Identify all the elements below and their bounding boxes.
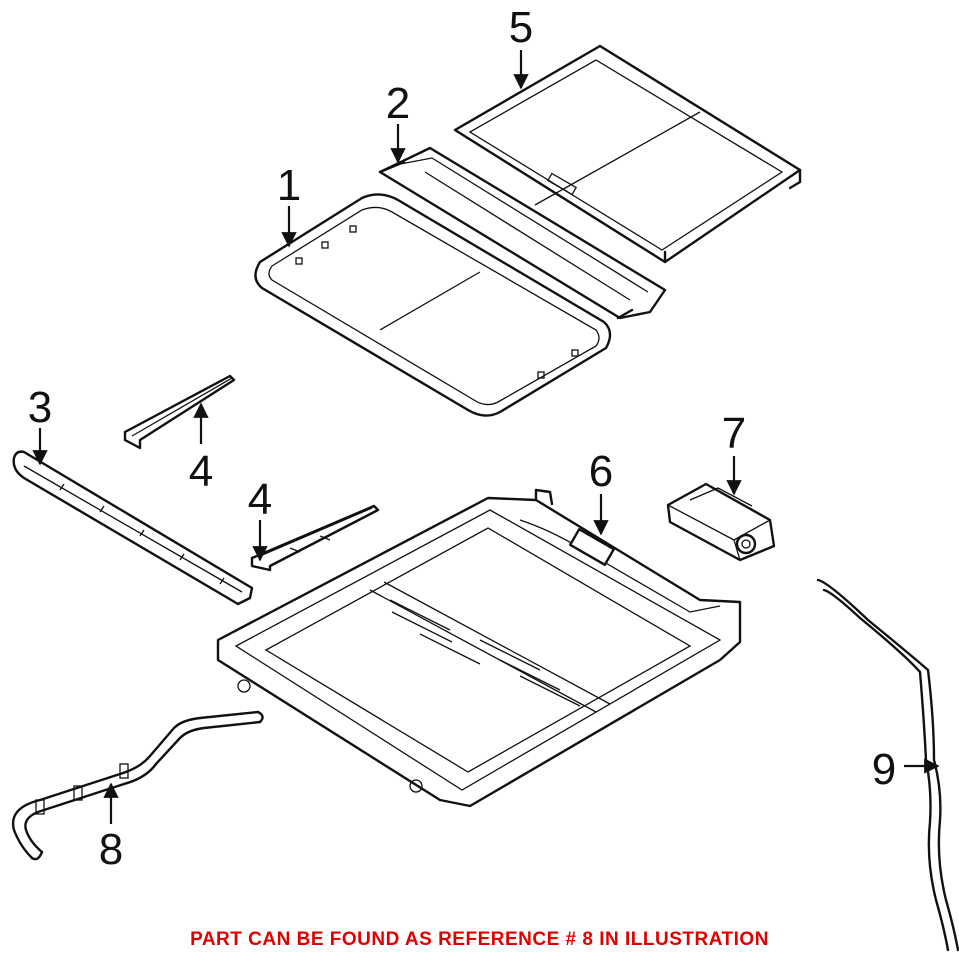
part-2-deflector bbox=[378, 146, 667, 320]
part-4-rail-upper bbox=[123, 374, 236, 450]
reference-note: PART CAN BE FOUND AS REFERENCE # 8 IN IL… bbox=[190, 929, 769, 950]
part-1-glass-panel bbox=[254, 193, 612, 417]
callout-7: 7 bbox=[722, 409, 746, 458]
callout-9: 9 bbox=[872, 745, 896, 794]
part-4-rail-lower bbox=[250, 504, 380, 572]
callout-4-lower: 4 bbox=[248, 475, 272, 524]
callout-8: 8 bbox=[99, 825, 123, 874]
callout-2: 2 bbox=[386, 79, 410, 128]
part-7-control-module bbox=[666, 482, 776, 562]
callout-1: 1 bbox=[277, 161, 301, 210]
part-6-frame-assembly bbox=[216, 488, 742, 808]
callout-4-upper: 4 bbox=[189, 447, 213, 496]
part-3-side-rail bbox=[12, 450, 254, 606]
part-5-sunshade bbox=[453, 44, 802, 264]
callout-6: 6 bbox=[589, 447, 613, 496]
callout-5: 5 bbox=[509, 3, 533, 52]
callout-3: 3 bbox=[28, 383, 52, 432]
leader-lines bbox=[32, 50, 940, 824]
part-8-drain-hose bbox=[11, 710, 264, 861]
